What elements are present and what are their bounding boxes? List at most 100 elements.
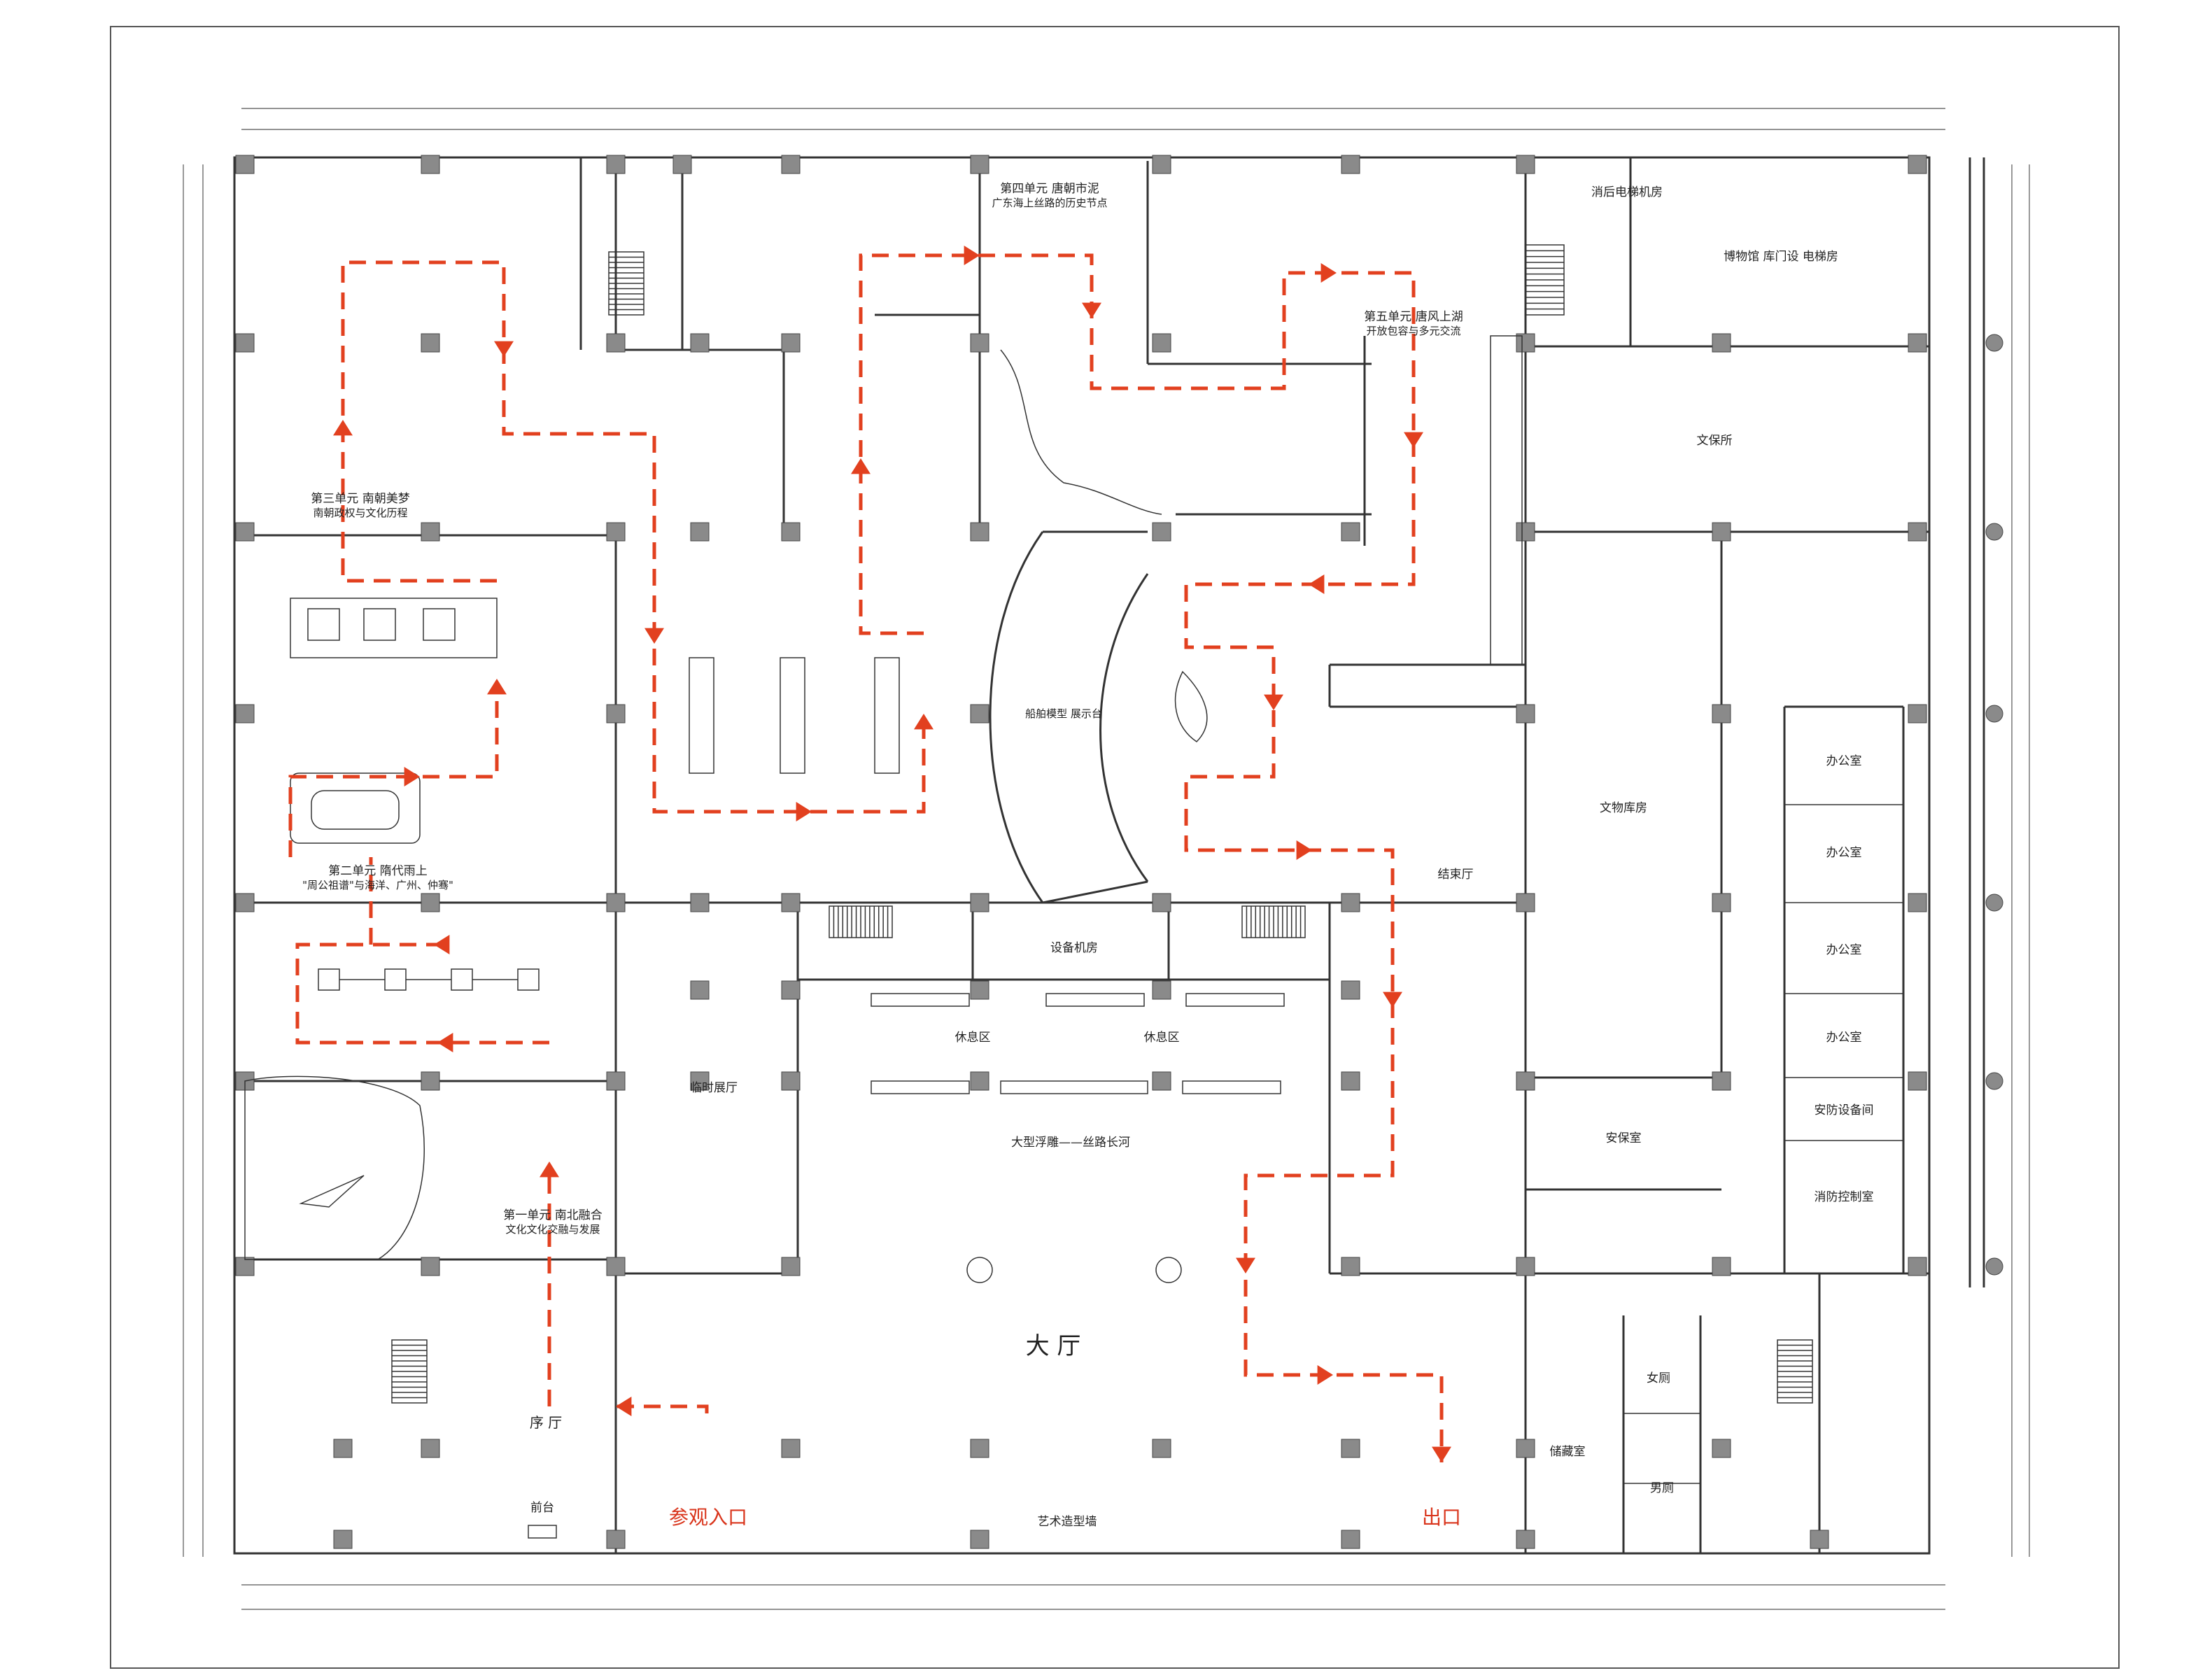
relief-label: 大型浮雕——丝路长河 [1011,1136,1130,1150]
staircases [391,244,1813,1404]
column [1908,893,1927,912]
round-column [1985,523,2003,541]
column [1341,1257,1360,1276]
security-room-label: 安保室 [1606,1131,1642,1145]
column [1341,893,1360,912]
column [781,1439,801,1458]
column [235,704,255,723]
route-arrow [616,1397,632,1416]
column [1712,1439,1731,1458]
column [781,1257,801,1276]
column [606,155,626,174]
column [690,980,710,1000]
male-wc-label: 男厕 [1650,1481,1674,1495]
route-arrow [1404,432,1423,448]
column [781,155,801,174]
column [1516,1071,1535,1091]
column [1341,1071,1360,1091]
round-column [1985,1257,2003,1276]
ending-hall-label: 结束厅 [1438,868,1474,882]
column [1712,1071,1731,1091]
route-arrow [851,458,871,474]
column [1908,155,1927,174]
column [421,155,440,174]
column [970,1530,989,1549]
route-arrows [333,246,1451,1462]
column [970,980,989,1000]
column [235,893,255,912]
route-arrow [1082,302,1101,318]
walls [233,156,1985,1555]
female-wc-label: 女厕 [1647,1371,1670,1385]
unit4-title: 第四单元 唐朝市泥 [1000,181,1099,196]
column [235,333,255,353]
column [1516,704,1535,723]
unit1-title: 第一单元 南北融合 [503,1208,602,1222]
exit-label: 出口 [1422,1506,1461,1529]
exhibit-furniture [244,335,1523,1539]
column [1810,1530,1829,1549]
column [606,522,626,542]
column [781,893,801,912]
rest-area-2-label: 休息区 [1144,1031,1180,1045]
equipment-room-label: 设备机房 [1050,941,1098,955]
column [1516,893,1535,912]
route-arrow [914,714,934,730]
unit2-title: 第二单元 隋代雨上 [328,864,427,878]
column [970,1439,989,1458]
column [1516,1257,1535,1276]
column [970,333,989,353]
column [781,333,801,353]
column [970,893,989,912]
room-labels: 大 厅 序 厅 前台 艺术造型墙 大型浮雕——丝路长河 休息区 休息区 临时展厅… [302,181,1873,1529]
route-arrow [434,935,450,954]
column [421,1439,440,1458]
column [1152,522,1171,542]
visitor-route [288,253,1444,1462]
storage-label: 文保所 [1697,434,1733,448]
route-arrow [1320,263,1337,283]
route-arrow [437,1033,453,1052]
route-arrow [1236,1257,1255,1273]
route-arrow [333,420,353,436]
column [1908,704,1927,723]
lobby-label: 大 厅 [1026,1332,1081,1360]
column [606,704,626,723]
route-arrow [796,802,812,821]
foyer-label: 序 厅 [530,1414,562,1431]
dimension-lines [183,108,2030,1610]
column [333,1439,353,1458]
column [421,1071,440,1091]
column [421,1257,440,1276]
sculpture-label: 船舶模型 展示台 [1025,707,1102,720]
route-arrow [1432,1446,1451,1462]
office-3-label: 办公室 [1826,943,1862,957]
round-column [1985,1072,2003,1090]
route-arrow [964,246,980,265]
storage-room-label: 储藏室 [1550,1445,1586,1459]
museum-elevator-label: 博物馆 库门设 电梯房 [1724,250,1838,264]
column [235,522,255,542]
column [606,1071,626,1091]
route-arrow [1264,694,1283,710]
unit5-title: 第五单元 唐风上湖 [1364,309,1463,324]
route-arrow [494,341,514,357]
route-arrow [1296,840,1312,860]
column [1908,522,1927,542]
artifact-storage-label: 文物库房 [1600,801,1647,815]
unit2-subtitle: "周公祖谱"与海洋、广州、仲骞" [302,879,453,891]
column [1152,1439,1171,1458]
entrance-label: 参观入口 [669,1506,747,1529]
column [1712,522,1731,542]
columns [235,155,2003,1549]
column [781,522,801,542]
column [970,704,989,723]
column [606,893,626,912]
column [1341,1530,1360,1549]
unit5-subtitle: 开放包容与多元交流 [1366,325,1460,337]
column [1908,333,1927,353]
sheet-border [110,26,2120,1669]
unit3-title: 第三单元 南朝美梦 [311,492,409,506]
column [333,1530,353,1549]
